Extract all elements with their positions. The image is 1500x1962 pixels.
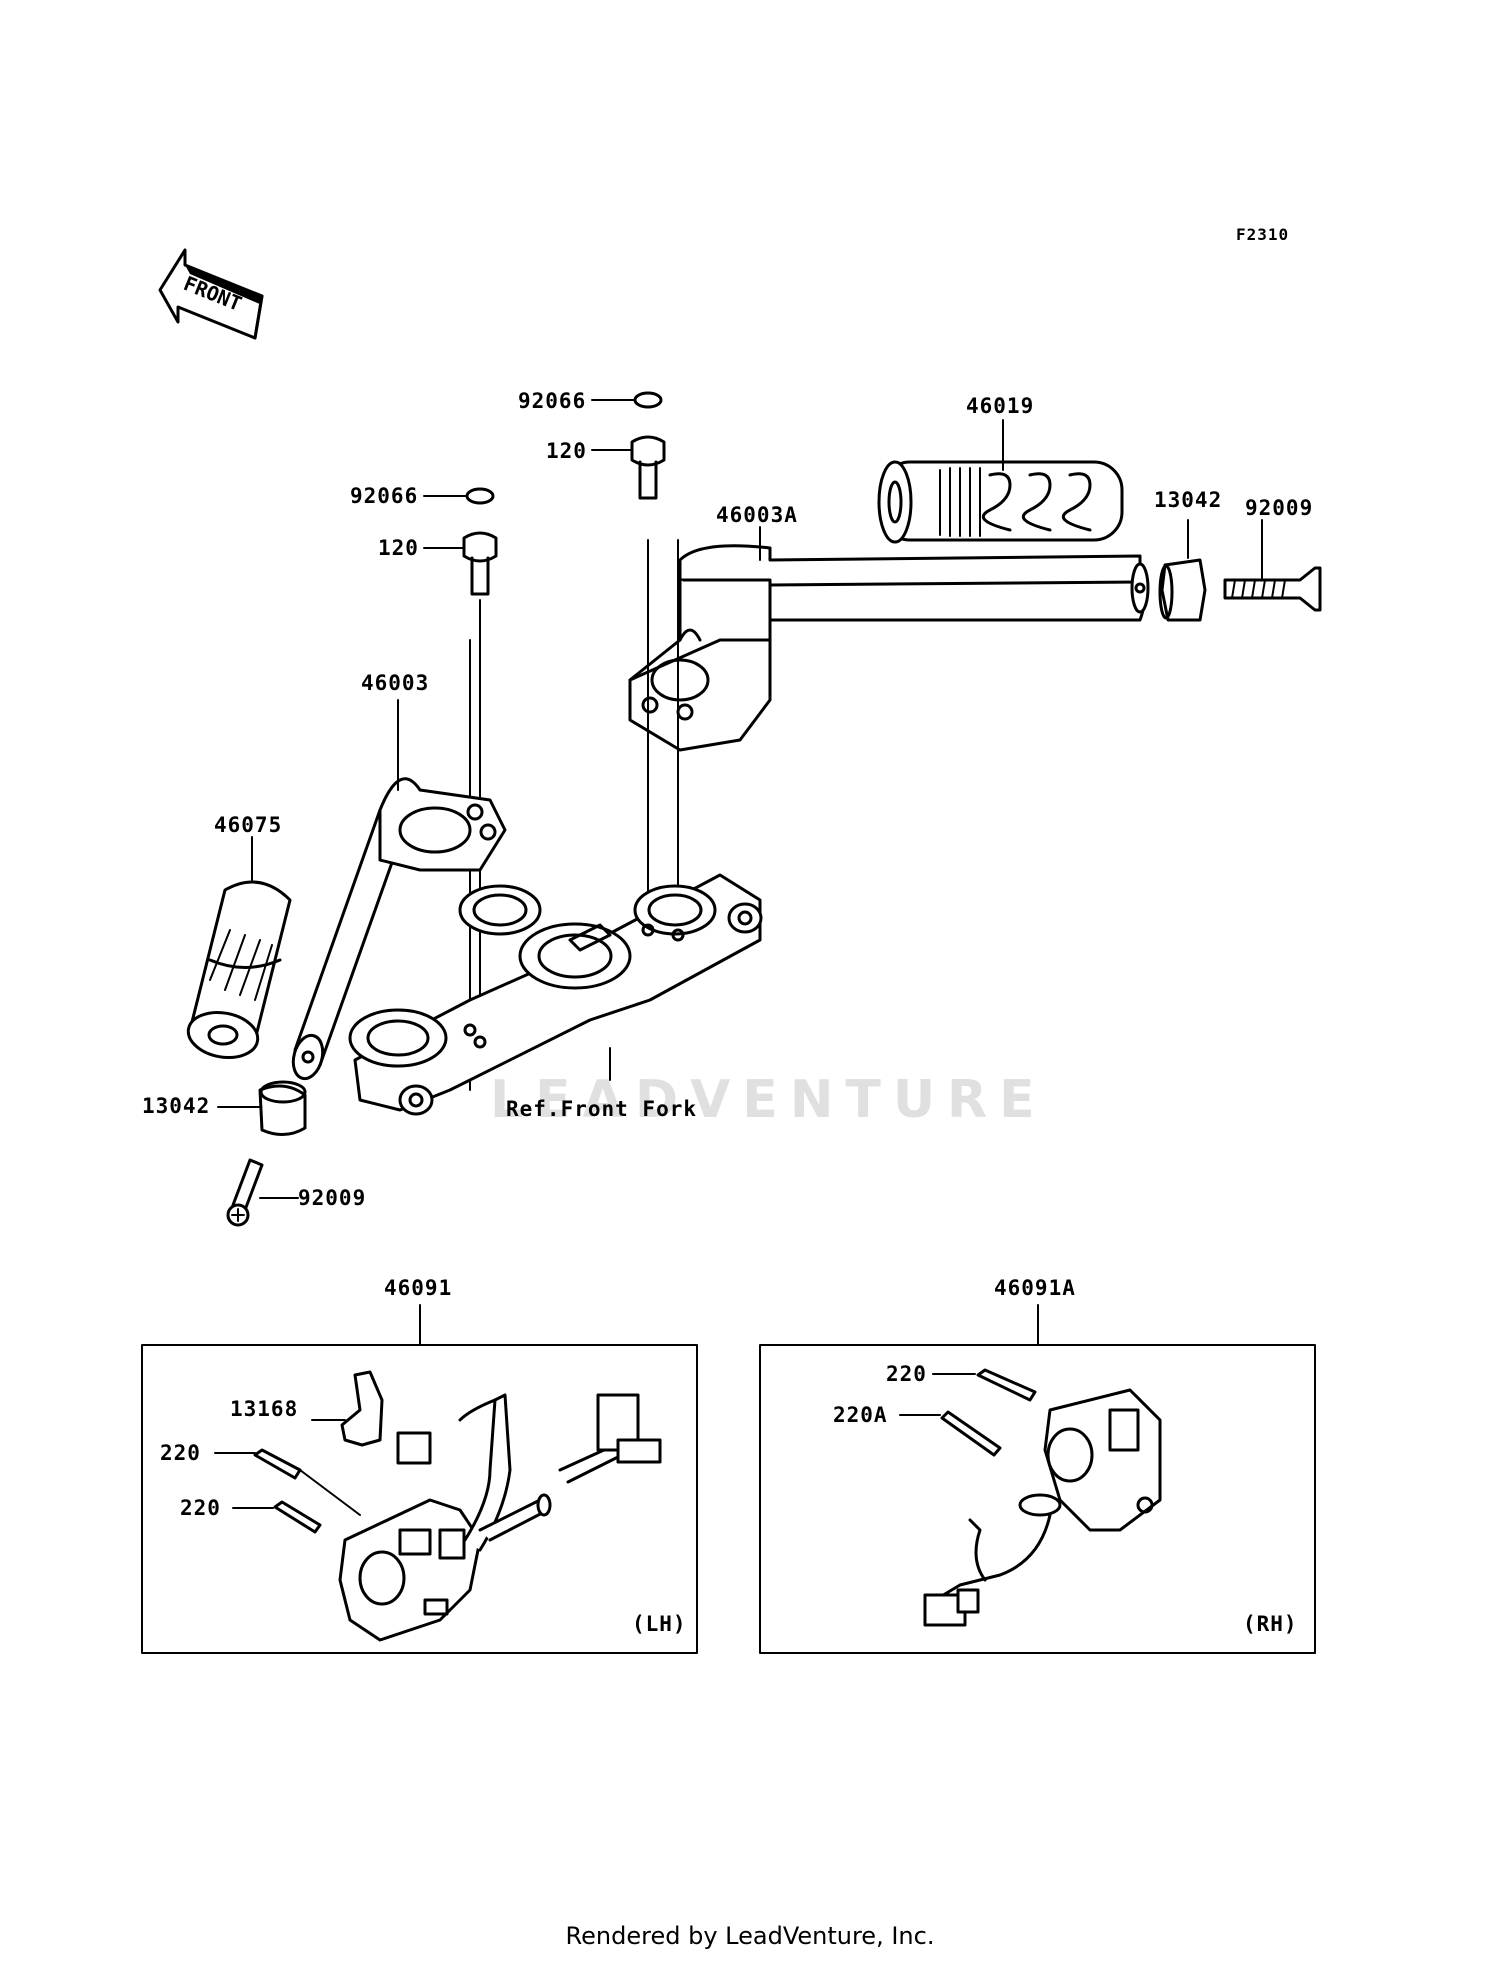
label-46075: 46075: [214, 813, 283, 837]
label-220-lh-b: 220: [180, 1496, 221, 1520]
label-220-lh-a: 220: [160, 1441, 201, 1465]
right-handlebar-46003A: [628, 544, 1150, 752]
lh-switch-assembly-46091: [338, 1393, 662, 1642]
label-92066-right: 92066: [518, 389, 587, 413]
left-grip-46075: [186, 880, 292, 1060]
label-13168: 13168: [230, 1397, 299, 1421]
lh-switch-box: [141, 1344, 698, 1654]
triple-clamp: [348, 873, 763, 1116]
washer-92066-left: [465, 487, 495, 505]
label-220A-rh: 220A: [833, 1403, 888, 1427]
label-ref-front-fork: Ref.Front Fork: [506, 1097, 698, 1121]
label-92066-left: 92066: [350, 484, 419, 508]
label-220-rh: 220: [886, 1362, 927, 1386]
clamp-13168: [340, 1370, 384, 1447]
bolt-120-left: [462, 531, 498, 596]
washer-92066-right: [633, 391, 663, 409]
right-bar-end-13042: [1158, 558, 1207, 622]
left-screw-92009: [226, 1158, 264, 1227]
label-120-right: 120: [546, 439, 587, 463]
label-46003: 46003: [361, 671, 430, 695]
diagram-code: F2310: [1236, 225, 1290, 244]
label-13042-left: 13042: [142, 1094, 211, 1118]
bolt-120-right: [630, 435, 666, 500]
rh-screws-220: [899, 1368, 1037, 1457]
label-lh: (LH): [632, 1612, 687, 1636]
label-46091: 46091: [384, 1276, 453, 1300]
label-46003A: 46003A: [716, 503, 798, 527]
lh-screws-220: [214, 1419, 361, 1534]
rh-switch-box: [759, 1344, 1316, 1654]
label-92009-left: 92009: [298, 1186, 367, 1210]
leader-lines: [217, 399, 1263, 1346]
label-46019: 46019: [966, 394, 1035, 418]
label-120-left: 120: [378, 536, 419, 560]
footer-credit: Rendered by LeadVenture, Inc.: [565, 1922, 935, 1950]
front-arrow-icon: FRONT: [158, 248, 264, 340]
watermark: LEADVENTURE: [490, 1070, 1047, 1130]
left-handlebar-46003: [291, 777, 507, 1081]
label-92009-right: 92009: [1245, 496, 1314, 520]
label-rh: (RH): [1243, 1612, 1298, 1636]
label-13042-right: 13042: [1154, 488, 1223, 512]
label-46091A: 46091A: [994, 1276, 1076, 1300]
right-screw-92009: [1223, 566, 1322, 612]
left-bar-end-13042: [258, 1080, 307, 1136]
right-grip-46019: [877, 460, 1124, 544]
rh-switch-assembly-46091A: [923, 1388, 1162, 1627]
